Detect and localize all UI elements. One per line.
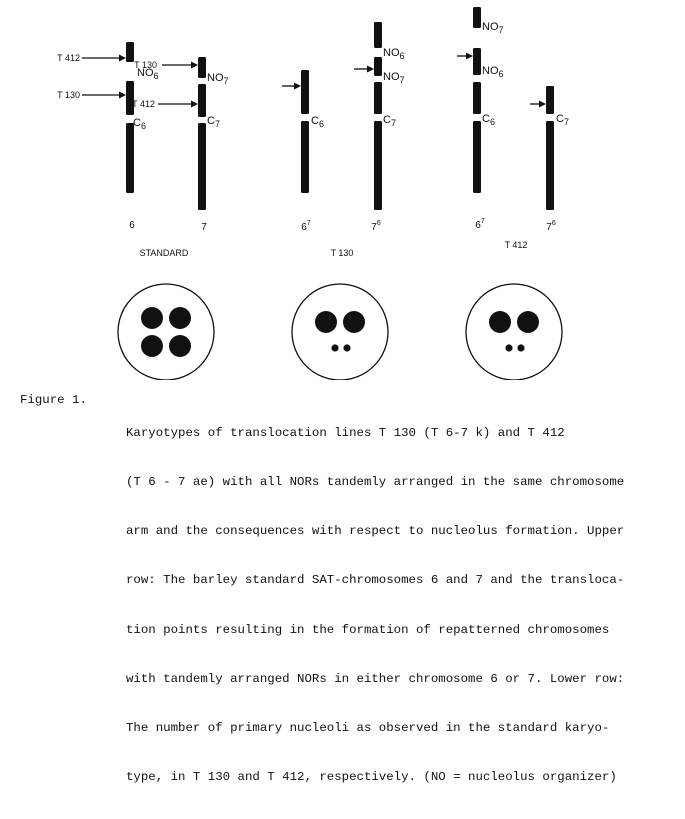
caption-body: Karyotypes of translocation lines T 130 … [126, 392, 624, 819]
chromosome-segment [473, 82, 481, 114]
arrow-head [191, 100, 198, 108]
nucleus-outline [465, 283, 563, 380]
arrow-head [466, 52, 473, 60]
centromere-label: C6 [482, 113, 495, 127]
nor-label: NO6 [383, 47, 405, 61]
nor-label: NO7 [207, 72, 229, 86]
caption-line: tion points resulting in the formation o… [126, 622, 610, 637]
caption-line: (T 6 - 7 ae) with all NORs tandemly arra… [126, 475, 625, 490]
nucleus-diagram [291, 283, 389, 380]
arrow-head [539, 100, 546, 108]
chromosome-number: 7 [201, 222, 207, 233]
chromosome-7-6 [374, 22, 382, 210]
translocation-point-arrow [354, 65, 374, 73]
group-label: T 130 [331, 248, 354, 258]
primary-nucleolus [169, 335, 191, 357]
group-label: T 412 [505, 240, 528, 250]
translocation-point-arrow [82, 54, 126, 62]
primary-nucleolus [343, 311, 365, 333]
small-nucleolus [505, 344, 513, 352]
translocation-point-arrow [530, 100, 546, 108]
chromosome-number: 67 [475, 218, 485, 231]
small-nucleolus [517, 344, 525, 352]
chromosome-segment [473, 48, 481, 75]
small-nucleolus [343, 344, 351, 352]
chromosome-segment [198, 84, 206, 117]
chromosome-segment [126, 42, 134, 62]
translocation-point-arrow [158, 100, 198, 108]
caption-line: Karyotypes of translocation lines T 130 … [126, 425, 565, 440]
group-label: STANDARD [140, 248, 189, 258]
arrow-head [367, 65, 374, 73]
nor-label: NO6 [482, 65, 504, 79]
caption-line: The number of primary nucleoli as observ… [126, 721, 610, 736]
chromosome-segment [301, 70, 309, 114]
caption-line: with tandemly arranged NORs in either ch… [126, 671, 625, 686]
chromosome-number: 76 [371, 220, 381, 233]
translocation-point-label: T 412 [57, 53, 80, 63]
chromosome-7 [198, 57, 206, 210]
chromosome-segment [374, 57, 382, 76]
arrow-head [119, 91, 126, 99]
nucleoli-layer [117, 283, 563, 380]
chromosome-segment [374, 121, 382, 210]
centromere-label: C7 [207, 115, 220, 129]
nucleus-outline [291, 283, 389, 380]
chromosome-segment [198, 57, 206, 78]
chromosome-segment [546, 86, 554, 114]
small-nucleolus [331, 344, 339, 352]
chromosome-segment [473, 121, 481, 193]
chromosome-6 [126, 42, 134, 193]
translocation-point-label: T 412 [132, 99, 155, 109]
figure-caption: Figure 1. Karyotypes of translocation li… [20, 392, 680, 784]
translocation-point-arrow [162, 61, 198, 69]
caption-line: type, in T 130 and T 412, respectively. … [126, 770, 617, 785]
chromosome-segment [374, 22, 382, 48]
nor-label: NO7 [482, 21, 504, 35]
chromosome-segment [473, 7, 481, 28]
arrow-head [294, 82, 301, 90]
chromosome-number: 6 [129, 220, 135, 231]
primary-nucleolus [517, 311, 539, 333]
nor-label: NO7 [383, 71, 405, 85]
chromosome-6-7 [301, 70, 309, 193]
primary-nucleolus [141, 335, 163, 357]
centromere-label: C7 [383, 114, 396, 128]
primary-nucleolus [169, 307, 191, 329]
nucleus-diagram [465, 283, 563, 380]
chromosome-number: 76 [546, 220, 556, 233]
caption-lead: Figure 1. [20, 393, 87, 407]
chromosome-segment [546, 121, 554, 210]
arrow-head [191, 61, 198, 69]
chromosome-segment [126, 123, 134, 193]
centromere-label: C7 [556, 113, 569, 127]
chromosome-number: 67 [301, 220, 311, 233]
nor-label: NO6 [137, 67, 159, 81]
chromosome-segment [126, 81, 134, 115]
translocation-point-label: T 130 [57, 90, 80, 100]
nucleus-outline [117, 283, 215, 380]
translocation-point-arrow [82, 91, 126, 99]
chromosome-segment [198, 123, 206, 210]
centromere-label: C6 [133, 117, 146, 131]
translocation-point-arrow [457, 52, 473, 60]
nucleus-diagram [117, 283, 215, 380]
primary-nucleolus [489, 311, 511, 333]
caption-line: row: The barley standard SAT-chromosomes… [126, 573, 625, 588]
primary-nucleolus [315, 311, 337, 333]
chromosome-7-6 [546, 86, 554, 210]
chromosome-layer [82, 7, 554, 210]
primary-nucleolus [141, 307, 163, 329]
arrow-head [119, 54, 126, 62]
chromosome-segment [374, 82, 382, 114]
chromosome-segment [301, 121, 309, 193]
chromosome-6-7 [473, 7, 481, 193]
centromere-label: C6 [311, 115, 324, 129]
translocation-point-arrow [282, 82, 301, 90]
caption-line: arm and the consequences with respect to… [126, 524, 625, 539]
translocation-point-label: T 130 [134, 60, 157, 70]
